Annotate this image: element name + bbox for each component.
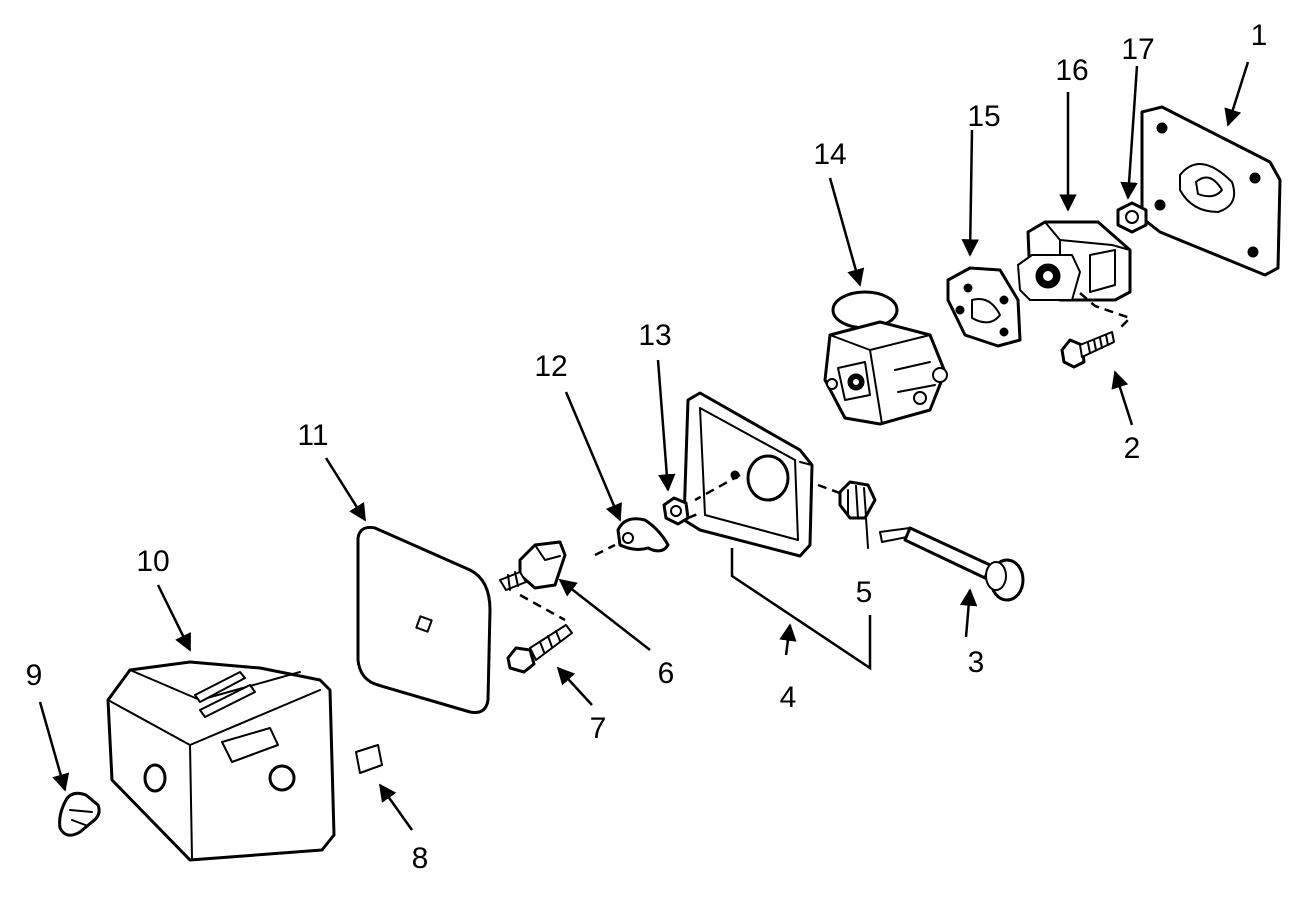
callout-16: 16 — [1055, 54, 1088, 87]
part-filter-cover — [106, 660, 336, 862]
callout-1: 1 — [1251, 19, 1268, 52]
callout-9: 9 — [26, 659, 43, 692]
part-seal — [355, 744, 383, 774]
callout-6: 6 — [658, 657, 675, 690]
callout-2: 2 — [1124, 432, 1141, 465]
part-insulator — [946, 266, 1022, 348]
part-choke-rod — [879, 526, 1025, 602]
part-air-filter-base — [682, 391, 814, 558]
part-gasket — [1140, 105, 1282, 277]
part-adapter — [1017, 220, 1132, 302]
part-clip — [616, 517, 670, 553]
callout-14: 14 — [813, 138, 846, 171]
part-small-nut — [662, 496, 690, 526]
callout-12: 12 — [534, 350, 567, 383]
callout-3: 3 — [968, 646, 985, 679]
part-filter-element — [356, 526, 492, 714]
part-grommet — [838, 480, 877, 520]
assembly-bracket — [730, 548, 872, 671]
callout-10: 10 — [136, 545, 169, 578]
part-wing-nut — [58, 791, 101, 837]
callout-17: 17 — [1121, 33, 1154, 66]
part-screw — [1060, 331, 1115, 369]
part-bolt — [506, 624, 573, 674]
leader-arrows — [38, 61, 1250, 831]
callout-7: 7 — [590, 712, 607, 745]
callout-4: 4 — [780, 681, 797, 714]
part-bracket — [499, 540, 567, 591]
part-carburetor — [823, 290, 948, 426]
callout-13: 13 — [638, 319, 671, 352]
callout-8: 8 — [412, 842, 429, 875]
callout-11: 11 — [297, 419, 328, 452]
callout-15: 15 — [967, 100, 1000, 133]
part-nut — [1116, 201, 1148, 234]
callout-5: 5 — [856, 576, 873, 609]
